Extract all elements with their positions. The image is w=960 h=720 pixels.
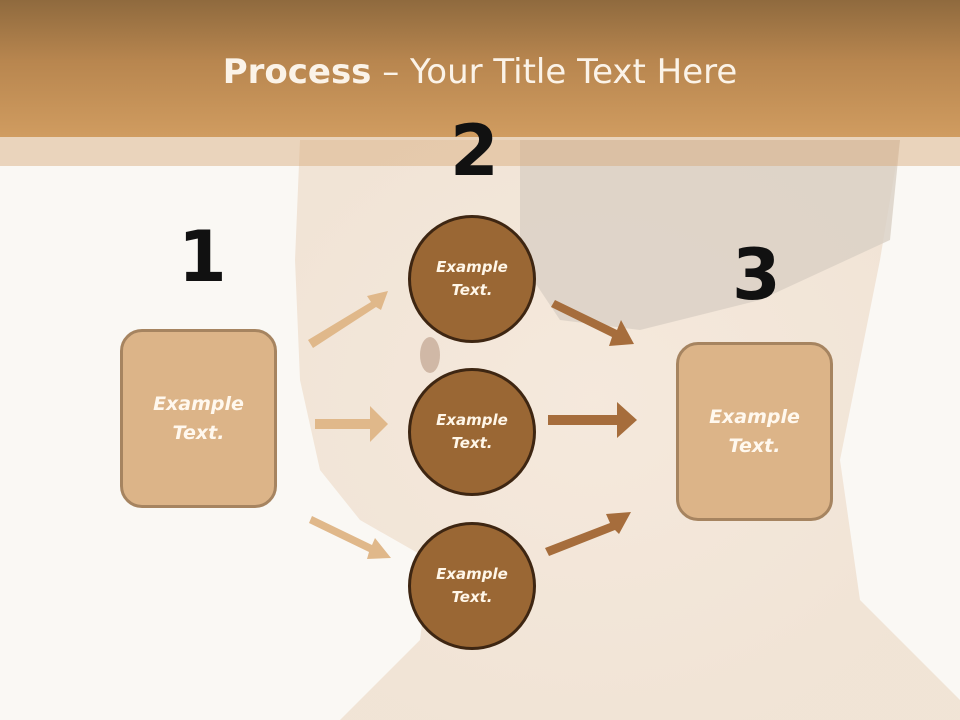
step-3-line1: Example (709, 406, 800, 428)
circle-top-line1: Example (436, 257, 508, 276)
step-number-2: 2 (450, 110, 499, 192)
header-band (0, 0, 960, 137)
step-1-line1: Example (153, 393, 244, 415)
step-1-line2: Text. (172, 421, 225, 444)
title-bold: Process (222, 52, 372, 92)
arrow-left-to-middle (315, 406, 388, 442)
circle-middle-line1: Example (436, 410, 508, 429)
circle-bottom-line1: Example (436, 564, 508, 583)
arrow-bottom-to-right (545, 512, 631, 556)
circle-top-line2: Text. (451, 281, 493, 299)
arrow-top-to-right (551, 300, 634, 346)
circle-middle-line2: Text. (451, 434, 493, 452)
arrow-middle-to-right (548, 402, 637, 438)
slide-title: Process – Your Title Text Here (0, 52, 960, 92)
circle-bottom-line2: Text. (451, 588, 493, 606)
step-3-line2: Text. (728, 434, 781, 457)
step-number-3: 3 (732, 234, 781, 316)
step-number-1: 1 (178, 216, 227, 298)
arrow-left-to-top (308, 291, 388, 348)
arrow-left-to-bottom (309, 516, 391, 559)
title-rest: – Your Title Text Here (371, 52, 738, 92)
header-strip (0, 137, 960, 166)
